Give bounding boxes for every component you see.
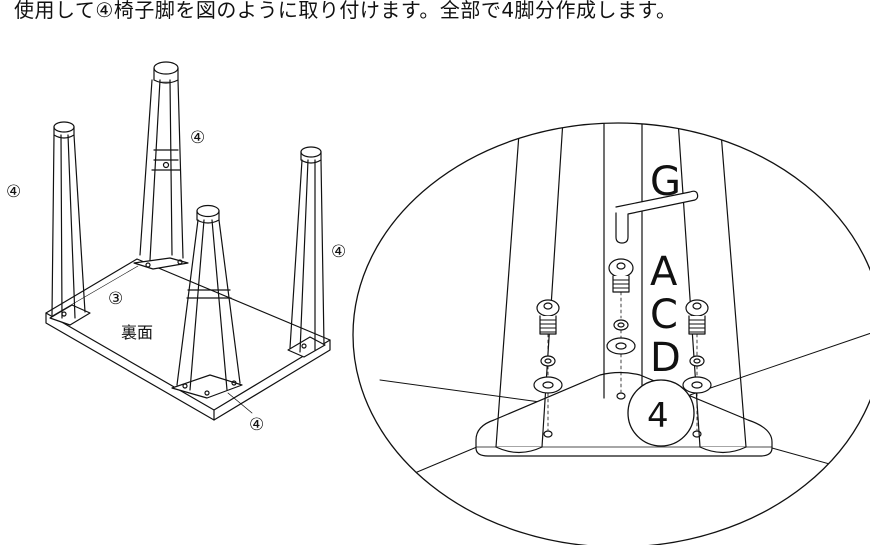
part-number-label: 4 (647, 396, 669, 436)
seat-underside-label: 裏面 (121, 323, 153, 342)
seat-board (45, 258, 331, 421)
letter-g-label: G (650, 159, 681, 205)
leg-back (133, 61, 189, 270)
leg-front-leader-line (227, 392, 253, 414)
leg-back-label: ④ (190, 128, 205, 148)
letter-a-label: A (650, 249, 678, 295)
right-fastener-stack (682, 299, 712, 438)
instruction-text: 使用して④椅子脚を図のように取り付けます。全部で4脚分作成します。 (14, 0, 677, 22)
letter-c-label: C (650, 292, 678, 338)
part-number-circle (627, 379, 695, 447)
leg-right-label: ④ (331, 242, 346, 262)
leg-front (171, 204, 243, 399)
leg-left-label: ④ (6, 182, 21, 202)
letter-d-label: D (650, 335, 681, 381)
seat-assembly-illustration: ④ ④ ④ ④ ③ 裏面 (6, 61, 346, 435)
detail-view: G A C D 4 (352, 122, 870, 545)
leg-left (49, 121, 91, 326)
detail-magnifier-outline (352, 122, 870, 545)
leg-right (287, 146, 326, 358)
seat-label: ③ (108, 289, 123, 309)
leg-front-label: ④ (249, 415, 264, 435)
hex-key-G (615, 190, 699, 244)
center-fastener-stack (606, 258, 636, 400)
leg-base-plate (475, 371, 773, 457)
left-fastener-stack (533, 299, 563, 438)
